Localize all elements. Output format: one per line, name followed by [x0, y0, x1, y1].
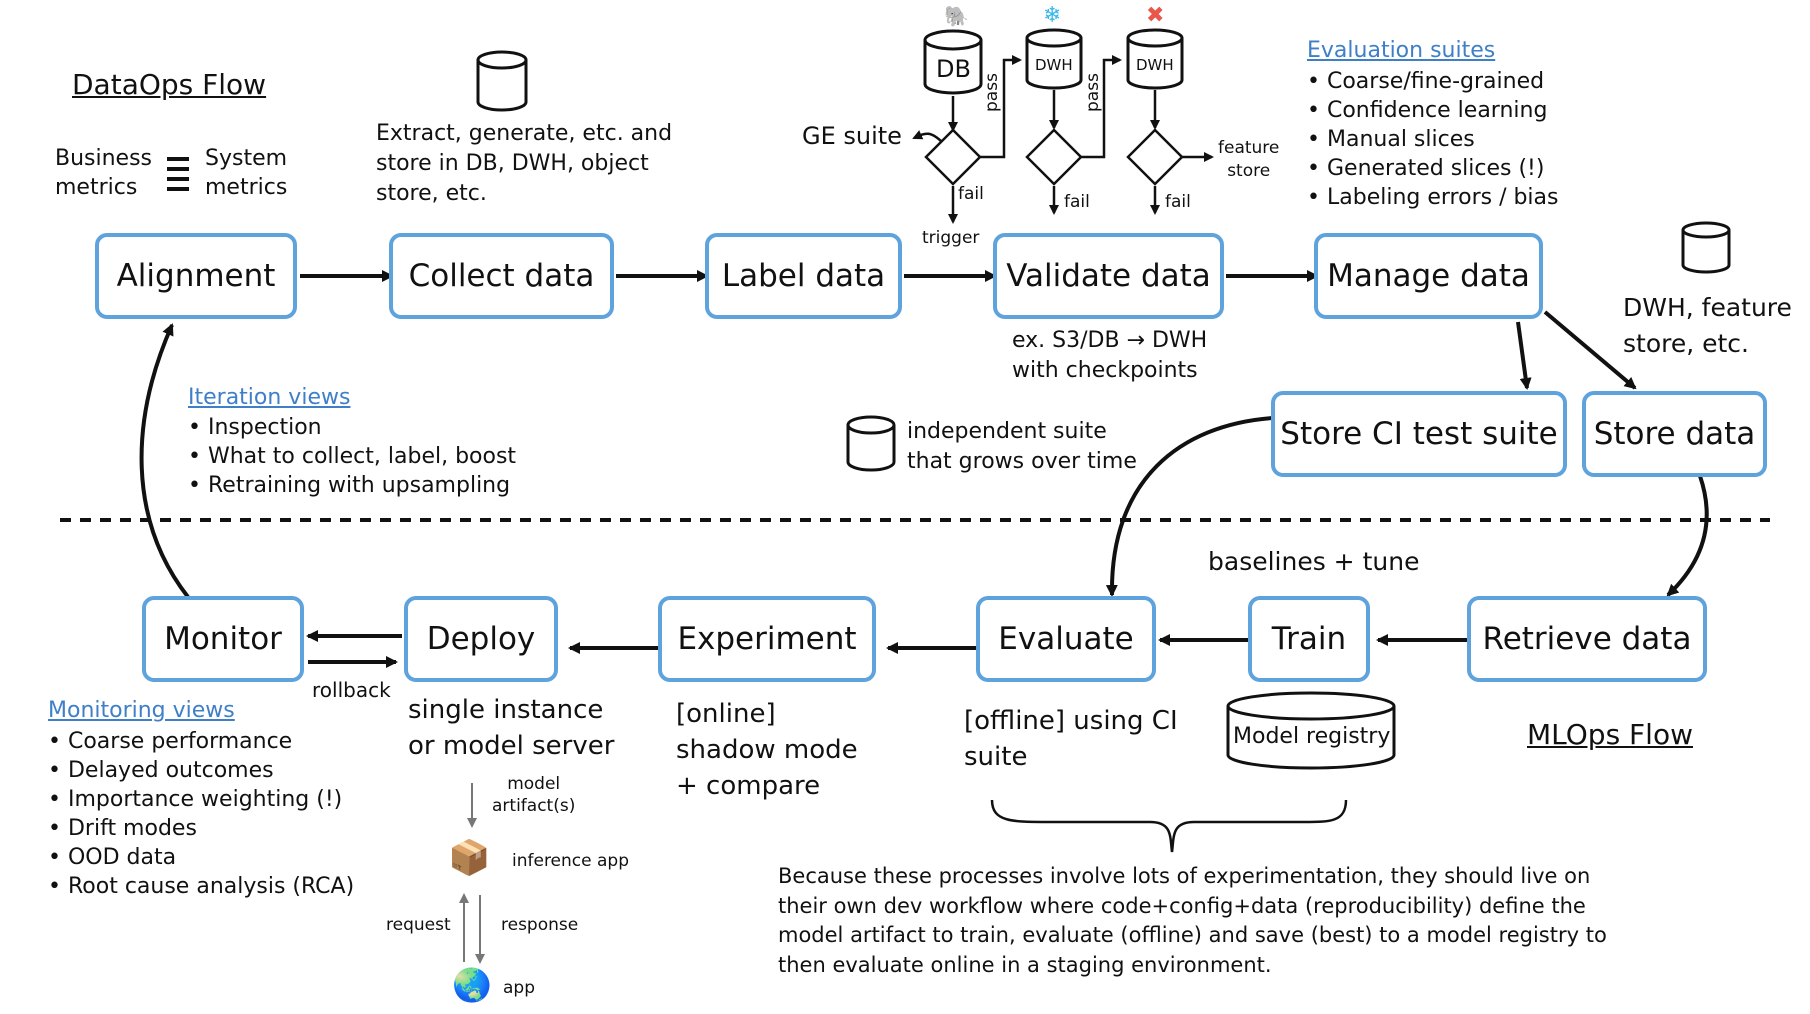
- system-metrics-label: System metrics: [205, 146, 288, 200]
- trigger-label: trigger: [922, 228, 980, 248]
- package-icon: 📦: [448, 838, 491, 878]
- arrow-monitor-alignment: [139, 323, 190, 599]
- list-item: Generated slices (!): [1307, 154, 1559, 183]
- deploy-note: single instance or model server: [408, 695, 615, 761]
- fail-label-1: fail: [958, 184, 984, 204]
- arrow-manage-storedata: [1543, 310, 1637, 390]
- db-cylinder: [923, 29, 983, 95]
- database-icon-collect: [476, 50, 528, 112]
- model-artifacts-label: model artifact(s): [492, 774, 576, 816]
- alignment-node[interactable]: Alignment: [95, 233, 297, 319]
- model-registry-label: Model registry: [1233, 724, 1391, 749]
- list-item: Manual slices: [1307, 125, 1559, 154]
- response-label: response: [501, 915, 579, 935]
- inference-app-label: inference app: [512, 851, 629, 871]
- retrieve-data-node[interactable]: Retrieve data: [1467, 596, 1707, 682]
- list-item: OOD data: [48, 843, 354, 872]
- monitoring-views-link[interactable]: Monitoring views: [48, 698, 235, 723]
- list-item: Retraining with upsampling: [188, 471, 516, 500]
- collect-data-node[interactable]: Collect data: [389, 233, 614, 319]
- list-item: Importance weighting (!): [48, 785, 354, 814]
- globe-icon: 🌏: [452, 966, 492, 1004]
- deploy-node[interactable]: Deploy: [404, 596, 558, 682]
- elephant-icon: 🐘: [944, 4, 969, 28]
- experimentation-explanation: Because these processes involve lots of …: [778, 864, 1607, 977]
- curly-brace: [990, 799, 1348, 853]
- request-label: request: [386, 915, 451, 935]
- list-item: Drift modes: [48, 814, 354, 843]
- validate-data-node[interactable]: Validate data: [993, 233, 1224, 319]
- rollback-label: rollback: [312, 678, 391, 702]
- manage-data-node[interactable]: Manage data: [1314, 233, 1543, 319]
- list-item: Coarse performance: [48, 727, 354, 756]
- check-diamond-2: [1025, 128, 1083, 186]
- arrow-manage-storeci: [1516, 321, 1532, 390]
- monitor-node[interactable]: Monitor: [142, 596, 304, 682]
- mlops-title: MLOps Flow: [1527, 718, 1693, 751]
- experiment-node[interactable]: Experiment: [658, 596, 876, 682]
- app-label: app: [503, 978, 535, 998]
- dwh-cylinder-1: [1025, 28, 1083, 90]
- arrow-storedata-retrieve: [1666, 475, 1709, 597]
- store-data-node[interactable]: Store data: [1582, 391, 1767, 477]
- label-data-node[interactable]: Label data: [705, 233, 902, 319]
- fail-label-3: fail: [1165, 192, 1191, 212]
- independent-suite-note: independent suite that grows over time: [907, 419, 1137, 474]
- store-ci-test-suite-node[interactable]: Store CI test suite: [1271, 391, 1567, 477]
- monitoring-views-list: Coarse performance Delayed outcomes Impo…: [48, 727, 354, 901]
- cross-icon: ✖: [1146, 3, 1165, 28]
- ge-suite-label: GE suite: [802, 122, 902, 150]
- list-item: What to collect, label, boost: [188, 442, 516, 471]
- arrow-storeci-evaluate: [1105, 416, 1273, 597]
- evaluation-suites-list: Coarse/fine-grained Confidence learning …: [1307, 67, 1559, 212]
- list-item: Coarse/fine-grained: [1307, 67, 1559, 96]
- train-node[interactable]: Train: [1248, 596, 1370, 682]
- pass-label-1: pass: [982, 73, 1002, 112]
- feature-store-label: feature store: [1218, 138, 1280, 181]
- list-item: Root cause analysis (RCA): [48, 872, 354, 901]
- list-item: Labeling errors / bias: [1307, 183, 1559, 212]
- iteration-views-list: Inspection What to collect, label, boost…: [188, 413, 516, 500]
- check-diamond-1: [924, 128, 982, 186]
- fail-label-2: fail: [1064, 192, 1090, 212]
- evaluation-suites-link[interactable]: Evaluation suites: [1307, 38, 1496, 63]
- database-icon-store: [1681, 221, 1731, 274]
- dataops-title: DataOps Flow: [72, 68, 267, 101]
- database-icon-ci: [846, 415, 896, 472]
- dwh-label-2: DWH: [1136, 56, 1174, 74]
- snowflake-icon: ❄: [1043, 3, 1062, 28]
- collect-note: Extract, generate, etc. and store in DB,…: [376, 121, 673, 206]
- evaluate-node[interactable]: Evaluate: [976, 596, 1156, 682]
- model-registry-cylinder: [1226, 691, 1396, 770]
- equivalence-icon: [167, 157, 189, 191]
- list-item: Delayed outcomes: [48, 756, 354, 785]
- validate-note: ex. S3/DB → DWH with checkpoints: [1012, 328, 1208, 383]
- business-metrics-label: Business metrics: [55, 146, 153, 200]
- list-item: Inspection: [188, 413, 516, 442]
- list-item: Confidence learning: [1307, 96, 1559, 125]
- evaluate-note: [offline] using CI suite: [964, 706, 1178, 772]
- dwh-label-1: DWH: [1035, 56, 1073, 74]
- baselines-tune-label: baselines + tune: [1208, 547, 1420, 576]
- pass-label-2: pass: [1083, 73, 1103, 112]
- check-diamond-3: [1126, 128, 1184, 186]
- experiment-note: [online] shadow mode + compare: [676, 699, 858, 801]
- iteration-views-link[interactable]: Iteration views: [188, 385, 351, 410]
- db-label: DB: [936, 55, 971, 83]
- dwh-cylinder-2: [1126, 28, 1184, 90]
- dwh-feature-store-note: DWH, feature store, etc.: [1623, 293, 1792, 358]
